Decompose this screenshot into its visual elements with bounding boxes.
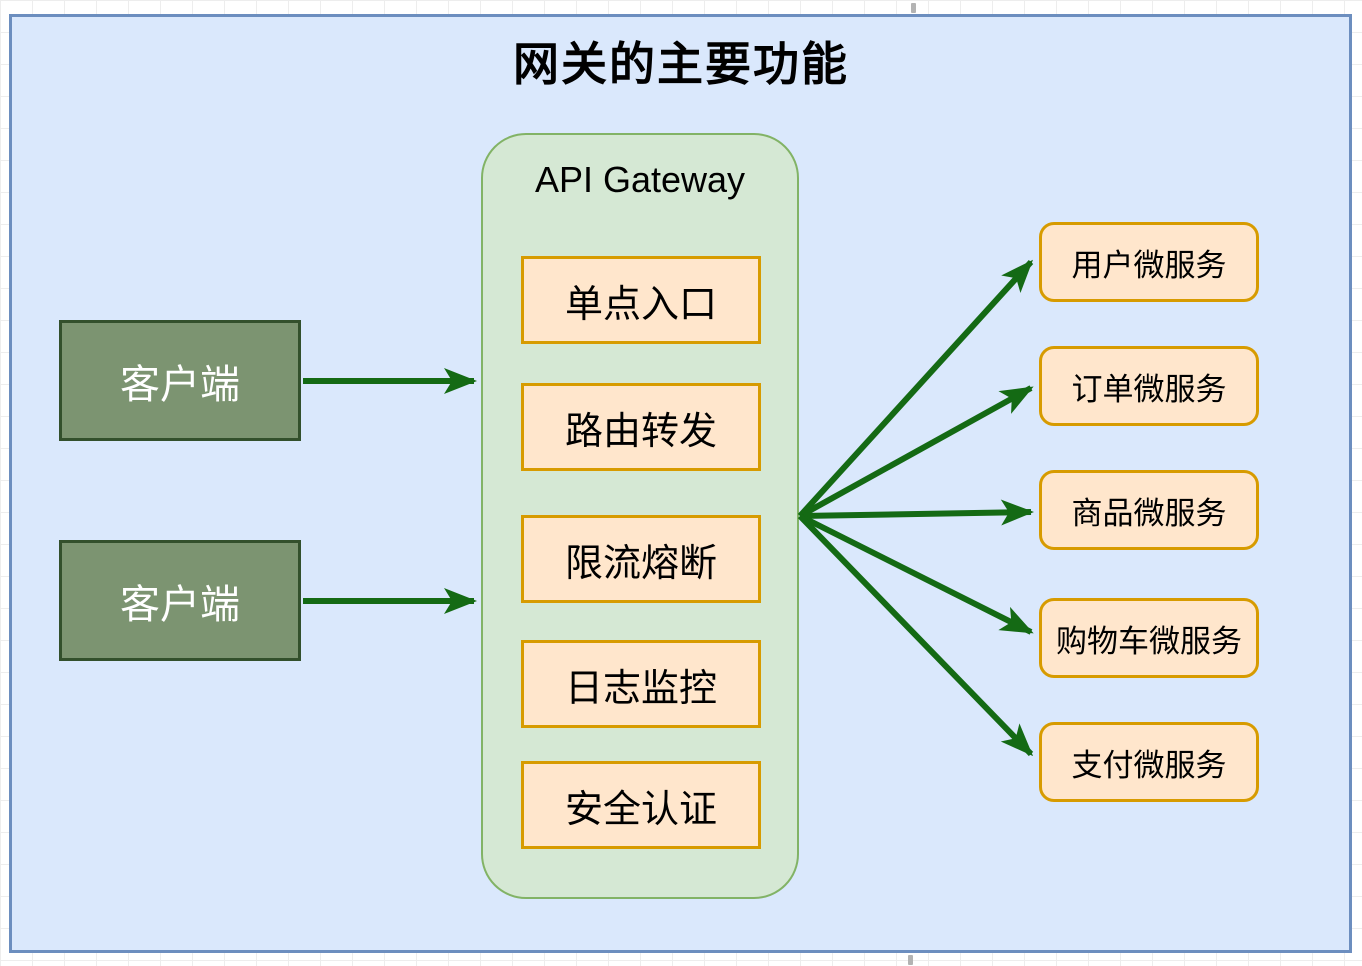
microservice-label: 购物车微服务 xyxy=(1056,623,1242,659)
client-1-label: 客户端 xyxy=(120,362,240,407)
function-label: 单点入口 xyxy=(564,283,717,326)
node-function-log-monitor[interactable]: 日志监控 xyxy=(521,640,761,728)
microservice-label: 支付微服务 xyxy=(1071,747,1227,783)
node-microservice-cart[interactable]: 购物车微服务 xyxy=(1039,598,1259,678)
function-label: 限流熔断 xyxy=(564,542,717,585)
page-boundary-marker-bottom xyxy=(908,955,913,965)
function-label: 路由转发 xyxy=(564,410,717,453)
node-client-2[interactable]: 客户端 xyxy=(59,540,301,661)
api-gateway-title: API Gateway xyxy=(534,159,746,200)
microservice-label: 订单微服务 xyxy=(1071,371,1227,407)
node-function-security-auth[interactable]: 安全认证 xyxy=(521,761,761,849)
microservice-label: 用户微服务 xyxy=(1071,247,1227,283)
node-function-rate-limit[interactable]: 限流熔断 xyxy=(521,515,761,603)
function-label: 日志监控 xyxy=(564,667,717,710)
client-2-label: 客户端 xyxy=(120,582,240,627)
node-function-single-entry[interactable]: 单点入口 xyxy=(521,256,761,344)
node-microservice-payment[interactable]: 支付微服务 xyxy=(1039,722,1259,802)
node-microservice-product[interactable]: 商品微服务 xyxy=(1039,470,1259,550)
page-boundary-marker-top xyxy=(911,3,916,13)
node-api-gateway[interactable]: API Gateway 单点入口 路由转发 限流熔断 日志监控 安全认证 xyxy=(481,133,799,899)
node-microservice-user[interactable]: 用户微服务 xyxy=(1039,222,1259,302)
function-label: 安全认证 xyxy=(564,788,717,831)
node-microservice-order[interactable]: 订单微服务 xyxy=(1039,346,1259,426)
node-function-routing[interactable]: 路由转发 xyxy=(521,383,761,471)
node-client-1[interactable]: 客户端 xyxy=(59,320,301,441)
microservice-label: 商品微服务 xyxy=(1071,495,1227,531)
diagram-title: 网关的主要功能 xyxy=(513,38,849,90)
